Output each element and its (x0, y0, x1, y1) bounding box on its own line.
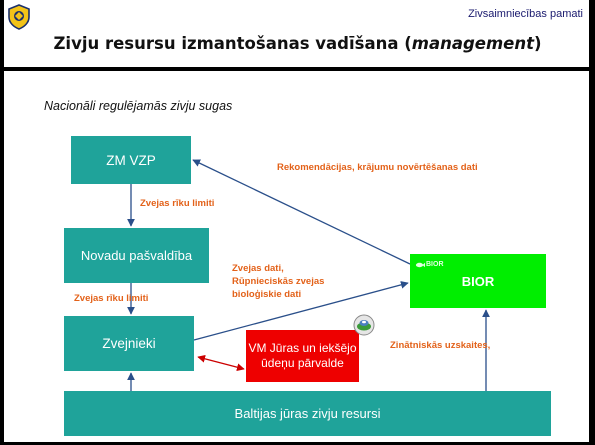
label-rekomendacijas: Rekomendācijas, krājumu novērtēšanas dat… (277, 162, 478, 173)
title-end: ) (534, 34, 542, 53)
right-border (589, 0, 595, 445)
label-zinatniskas-uzskaites: Zinātniskās uzskaites, (390, 340, 491, 351)
label-zvejas-dati-1: Zvejas dati, (232, 263, 284, 274)
bottom-border (0, 442, 595, 445)
left-border (0, 0, 4, 445)
node-vm-juras-parvalde: VM Jūras un iekšējo ūdeņu pārvalde (246, 330, 359, 382)
arrow-zvejnieki-to-bior (193, 281, 409, 341)
node-novadu-pasvaldiba: Novadu pašvaldība (64, 228, 209, 283)
bior-fish-icon (415, 262, 425, 267)
node-bior-label: BIOR (461, 273, 495, 289)
node-bior: BIOR BIOR (410, 254, 546, 308)
title-italic: management (411, 34, 534, 53)
arrow-zvejnieki-vm-bidirectional (197, 354, 245, 372)
label-zvejas-limiti-bottom: Zvejas rīku limiti (74, 293, 149, 304)
node-zm-vzp: ZM VZP (71, 136, 191, 184)
arrow-bior-to-zm (192, 159, 411, 265)
node-baltijas-juras-resursi: Baltijas jūras zivju resursi (64, 391, 551, 436)
title-main: Zivju resursu izmantošanas vadīšana ( (53, 34, 412, 53)
slide-title: Zivju resursu izmantošanas vadīšana (man… (0, 34, 595, 53)
vm-emblem-icon (353, 314, 375, 336)
university-logo-icon (8, 4, 30, 30)
label-zvejas-dati-3: bioloģiskie dati (232, 289, 302, 300)
slide-subtitle: Nacionāli regulējamās zivju sugas (44, 99, 233, 113)
course-subject: Zivsaimniecības pamati (468, 8, 583, 20)
label-zvejas-limiti-top: Zvejas rīku limiti (140, 198, 215, 209)
bior-logo: BIOR (415, 257, 444, 272)
node-zvejnieki: Zvejnieki (64, 316, 194, 371)
bior-logo-text: BIOR (426, 261, 444, 268)
header-rule (0, 67, 595, 71)
label-zvejas-dati-2: Rūpnieciskās zvejas (232, 276, 325, 287)
